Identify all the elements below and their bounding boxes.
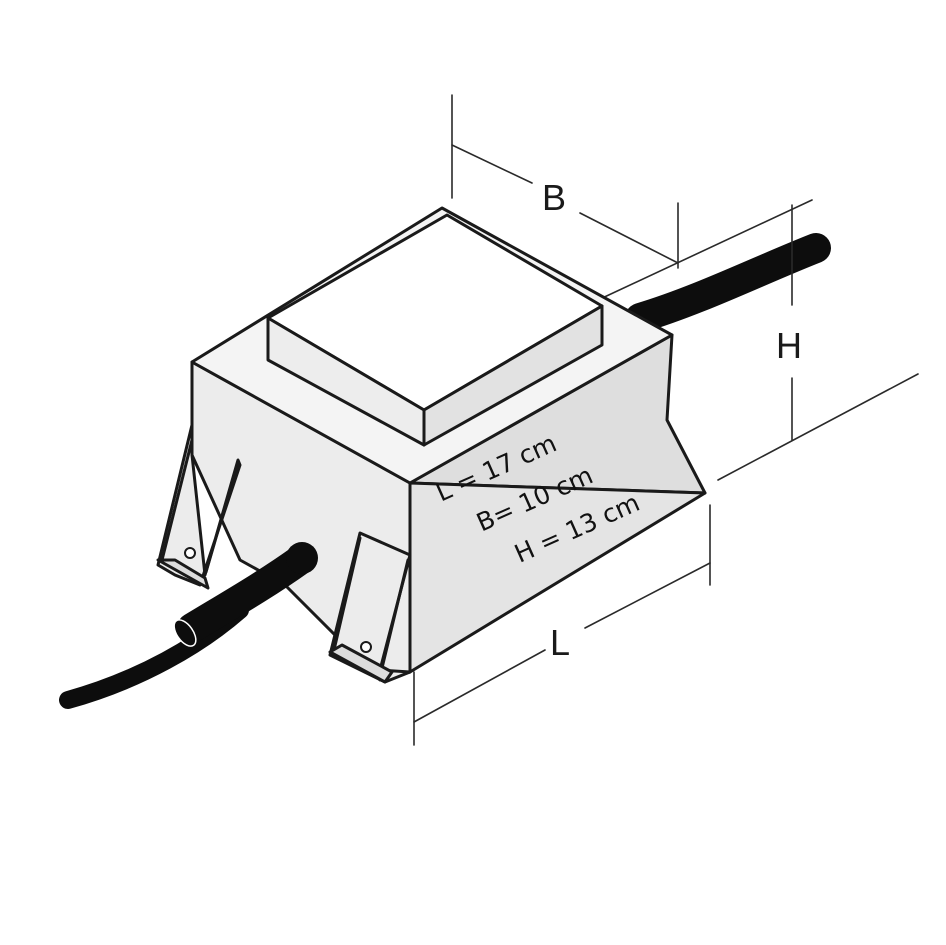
dimension-label-l: L	[550, 622, 570, 663]
dimension-b	[451, 94, 813, 301]
mounting-foot-left	[156, 423, 242, 590]
dimension-h	[717, 204, 919, 481]
dimension-label-h: H	[776, 325, 802, 366]
mounting-foot-right	[328, 531, 412, 684]
rear-cable	[625, 233, 831, 333]
transformer-body	[190, 206, 707, 682]
dimension-label-b: B	[542, 177, 566, 218]
side-lower-face	[408, 481, 707, 674]
front-cable	[59, 542, 318, 709]
dimension-l	[413, 504, 711, 746]
top-plate-side	[422, 304, 604, 447]
